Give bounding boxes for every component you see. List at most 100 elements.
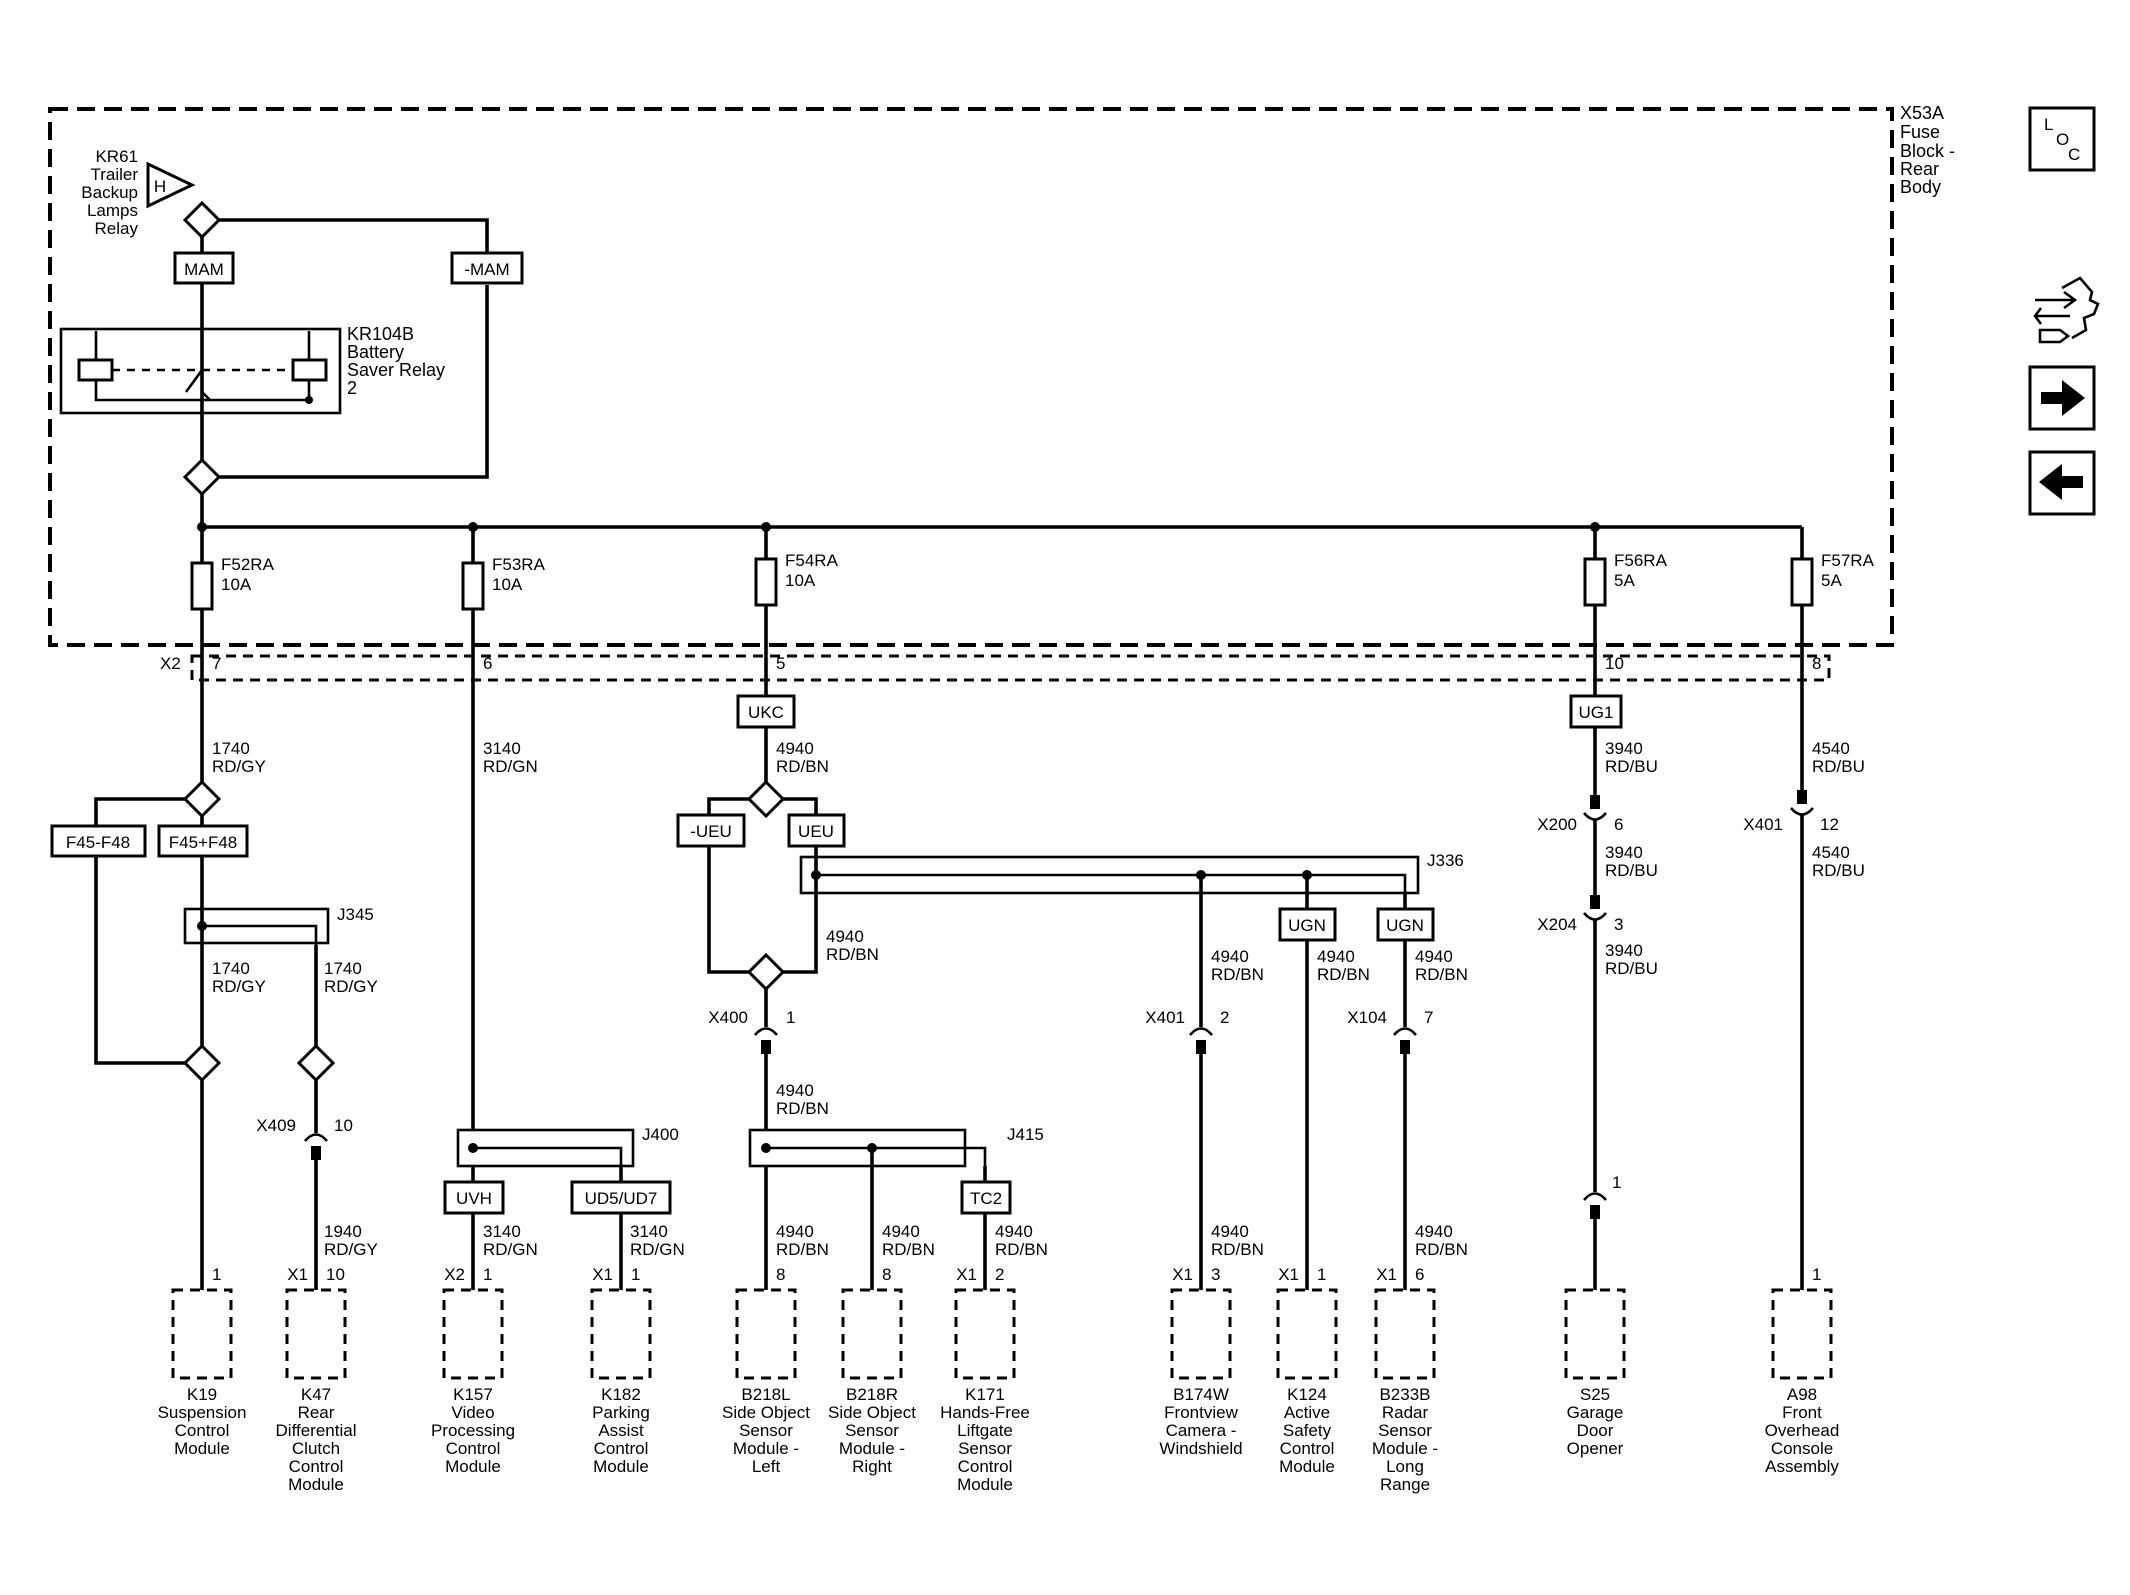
wire-4940-a-num: 4940 xyxy=(776,739,814,758)
option-not-ueu xyxy=(676,813,746,848)
x104-pin: 7 xyxy=(1424,1008,1433,1027)
module-label-line: Parking xyxy=(592,1403,650,1422)
option-uvh-label: UVH xyxy=(456,1189,492,1208)
wire-4940-i-color: RD/BN xyxy=(1317,965,1370,984)
x2-pin-5: 5 xyxy=(776,654,785,673)
module-connector: X1 xyxy=(1278,1265,1299,1284)
module-label-line: Side Object xyxy=(722,1403,810,1422)
splice-j415-label: J415 xyxy=(1007,1125,1044,1144)
module-label-line: Sensor xyxy=(1378,1421,1432,1440)
module-label-line: Active xyxy=(1284,1403,1330,1422)
x2-pin-10: 10 xyxy=(1605,654,1624,673)
wire-1940-num: 1940 xyxy=(324,1222,362,1241)
module-label-line: Module xyxy=(1279,1457,1335,1476)
fuse-f56ra: F56RA 5A xyxy=(1583,527,1668,696)
option-f45-minus-label: F45-F48 xyxy=(66,833,130,852)
x204-pin: 3 xyxy=(1614,915,1623,934)
loc-letter-c: C xyxy=(2068,145,2080,164)
kr104b-label-3: Saver Relay xyxy=(347,360,445,380)
module-label-line: K171 xyxy=(965,1385,1005,1404)
module-pin: 6 xyxy=(1415,1265,1424,1284)
x2-pin-6: 6 xyxy=(483,654,492,673)
module-outline xyxy=(171,1288,233,1380)
module-outline xyxy=(1170,1288,1232,1380)
module-pin: 3 xyxy=(1211,1265,1220,1284)
module-label-line: Differential xyxy=(276,1421,357,1440)
splice-diamond-f45 xyxy=(182,779,222,819)
module-label-line: Windshield xyxy=(1159,1439,1242,1458)
fuse-f56ra-rating: 5A xyxy=(1614,571,1635,590)
wire-4940-i-num: 4940 xyxy=(1317,947,1355,966)
x2-pin-7: 7 xyxy=(212,654,221,673)
wire-4540-a-color: RD/BU xyxy=(1812,757,1865,776)
wire-4540-b-color: RD/BU xyxy=(1812,861,1865,880)
option-f45-plus xyxy=(157,824,249,858)
option-ug1-label: UG1 xyxy=(1579,703,1614,722)
wire-4940-j-num: 4940 xyxy=(1415,947,1453,966)
module-pin: 8 xyxy=(882,1265,891,1284)
x104-label: X104 xyxy=(1347,1008,1387,1027)
option-f45-minus xyxy=(50,824,147,858)
wire-3940-a-color: RD/BU xyxy=(1605,757,1658,776)
arrow-right-icon[interactable] xyxy=(2028,365,2096,431)
module-label-line: Module xyxy=(288,1475,344,1494)
splice-diamond-k19 xyxy=(182,1043,222,1083)
wire-4940-e-num: 4940 xyxy=(882,1222,920,1241)
fuse-f57ra-name: F57RA xyxy=(1821,551,1875,570)
module-label-line: Module xyxy=(593,1457,649,1476)
option-ugn-2-label: UGN xyxy=(1386,916,1424,935)
wire-4940-e-color: RD/BN xyxy=(882,1240,935,1259)
module-label-line: Suspension xyxy=(158,1403,247,1422)
module-outline xyxy=(590,1288,652,1380)
fuse-f53ra: F53RA 10A xyxy=(461,527,546,1130)
module-label-line: Radar xyxy=(1382,1403,1429,1422)
wire-4940-h-color: RD/BN xyxy=(1211,1240,1264,1259)
module-label-line: Module - xyxy=(1372,1439,1438,1458)
module-label-line: Side Object xyxy=(828,1403,916,1422)
module-label-line: Sensor xyxy=(739,1421,793,1440)
fuse-block-label-1: X53A xyxy=(1900,103,1944,123)
kr61-label-4: Lamps xyxy=(87,201,138,220)
module-k47: 10X1K47RearDifferentialClutchControlModu… xyxy=(276,1265,357,1494)
option-uvh xyxy=(443,1180,505,1215)
kr61-relay-symbol xyxy=(146,161,196,209)
option-tc2 xyxy=(960,1180,1012,1215)
module-label-line: Opener xyxy=(1567,1439,1624,1458)
wire-4940-g-num: 4940 xyxy=(1211,947,1249,966)
module-outline xyxy=(285,1288,347,1380)
module-connector: X1 xyxy=(287,1265,308,1284)
fuse-f57ra: F57RA 5A xyxy=(1790,527,1875,790)
fuse-block-label-4: Rear xyxy=(1900,159,1939,179)
x2-pin-8: 8 xyxy=(1812,654,1821,673)
module-label-line: K19 xyxy=(187,1385,217,1404)
splice-pack-j400 xyxy=(456,1128,635,1168)
loc-letter-o: O xyxy=(2056,130,2069,149)
kr104b-coil-left xyxy=(77,358,114,382)
loc-button[interactable]: L O C xyxy=(2028,106,2096,172)
wire-4940-j-color: RD/BN xyxy=(1415,965,1468,984)
inline-connector-x401-a xyxy=(1189,1027,1213,1036)
module-outline xyxy=(841,1288,903,1380)
arrow-left-icon[interactable] xyxy=(2028,450,2096,516)
option-ueu-label: UEU xyxy=(798,822,834,841)
wire-3940-b-color: RD/BU xyxy=(1605,861,1658,880)
module-label-line: Hands-Free xyxy=(940,1403,1030,1422)
module-label-line: Overhead xyxy=(1765,1421,1840,1440)
fuse-f57ra-rating: 5A xyxy=(1821,571,1842,590)
wire-4940-b-num: 4940 xyxy=(826,927,864,946)
diagnostic-connector-icon[interactable] xyxy=(2033,276,2100,344)
module-label-line: B174W xyxy=(1173,1385,1229,1404)
module-pin: 1 xyxy=(212,1265,221,1284)
kr104b-coil-right xyxy=(291,358,328,382)
module-label-line: Liftgate xyxy=(957,1421,1013,1440)
module-label-line: Camera - xyxy=(1166,1421,1237,1440)
option-mam-label: MAM xyxy=(184,260,224,279)
kr104b-relay-box xyxy=(59,327,342,415)
wire-4940-k-color: RD/BN xyxy=(1415,1240,1468,1259)
wire-1740-a-color: RD/GY xyxy=(212,757,266,776)
wire-3940-b-num: 3940 xyxy=(1605,843,1643,862)
fuse-block-label-5: Body xyxy=(1900,177,1941,197)
